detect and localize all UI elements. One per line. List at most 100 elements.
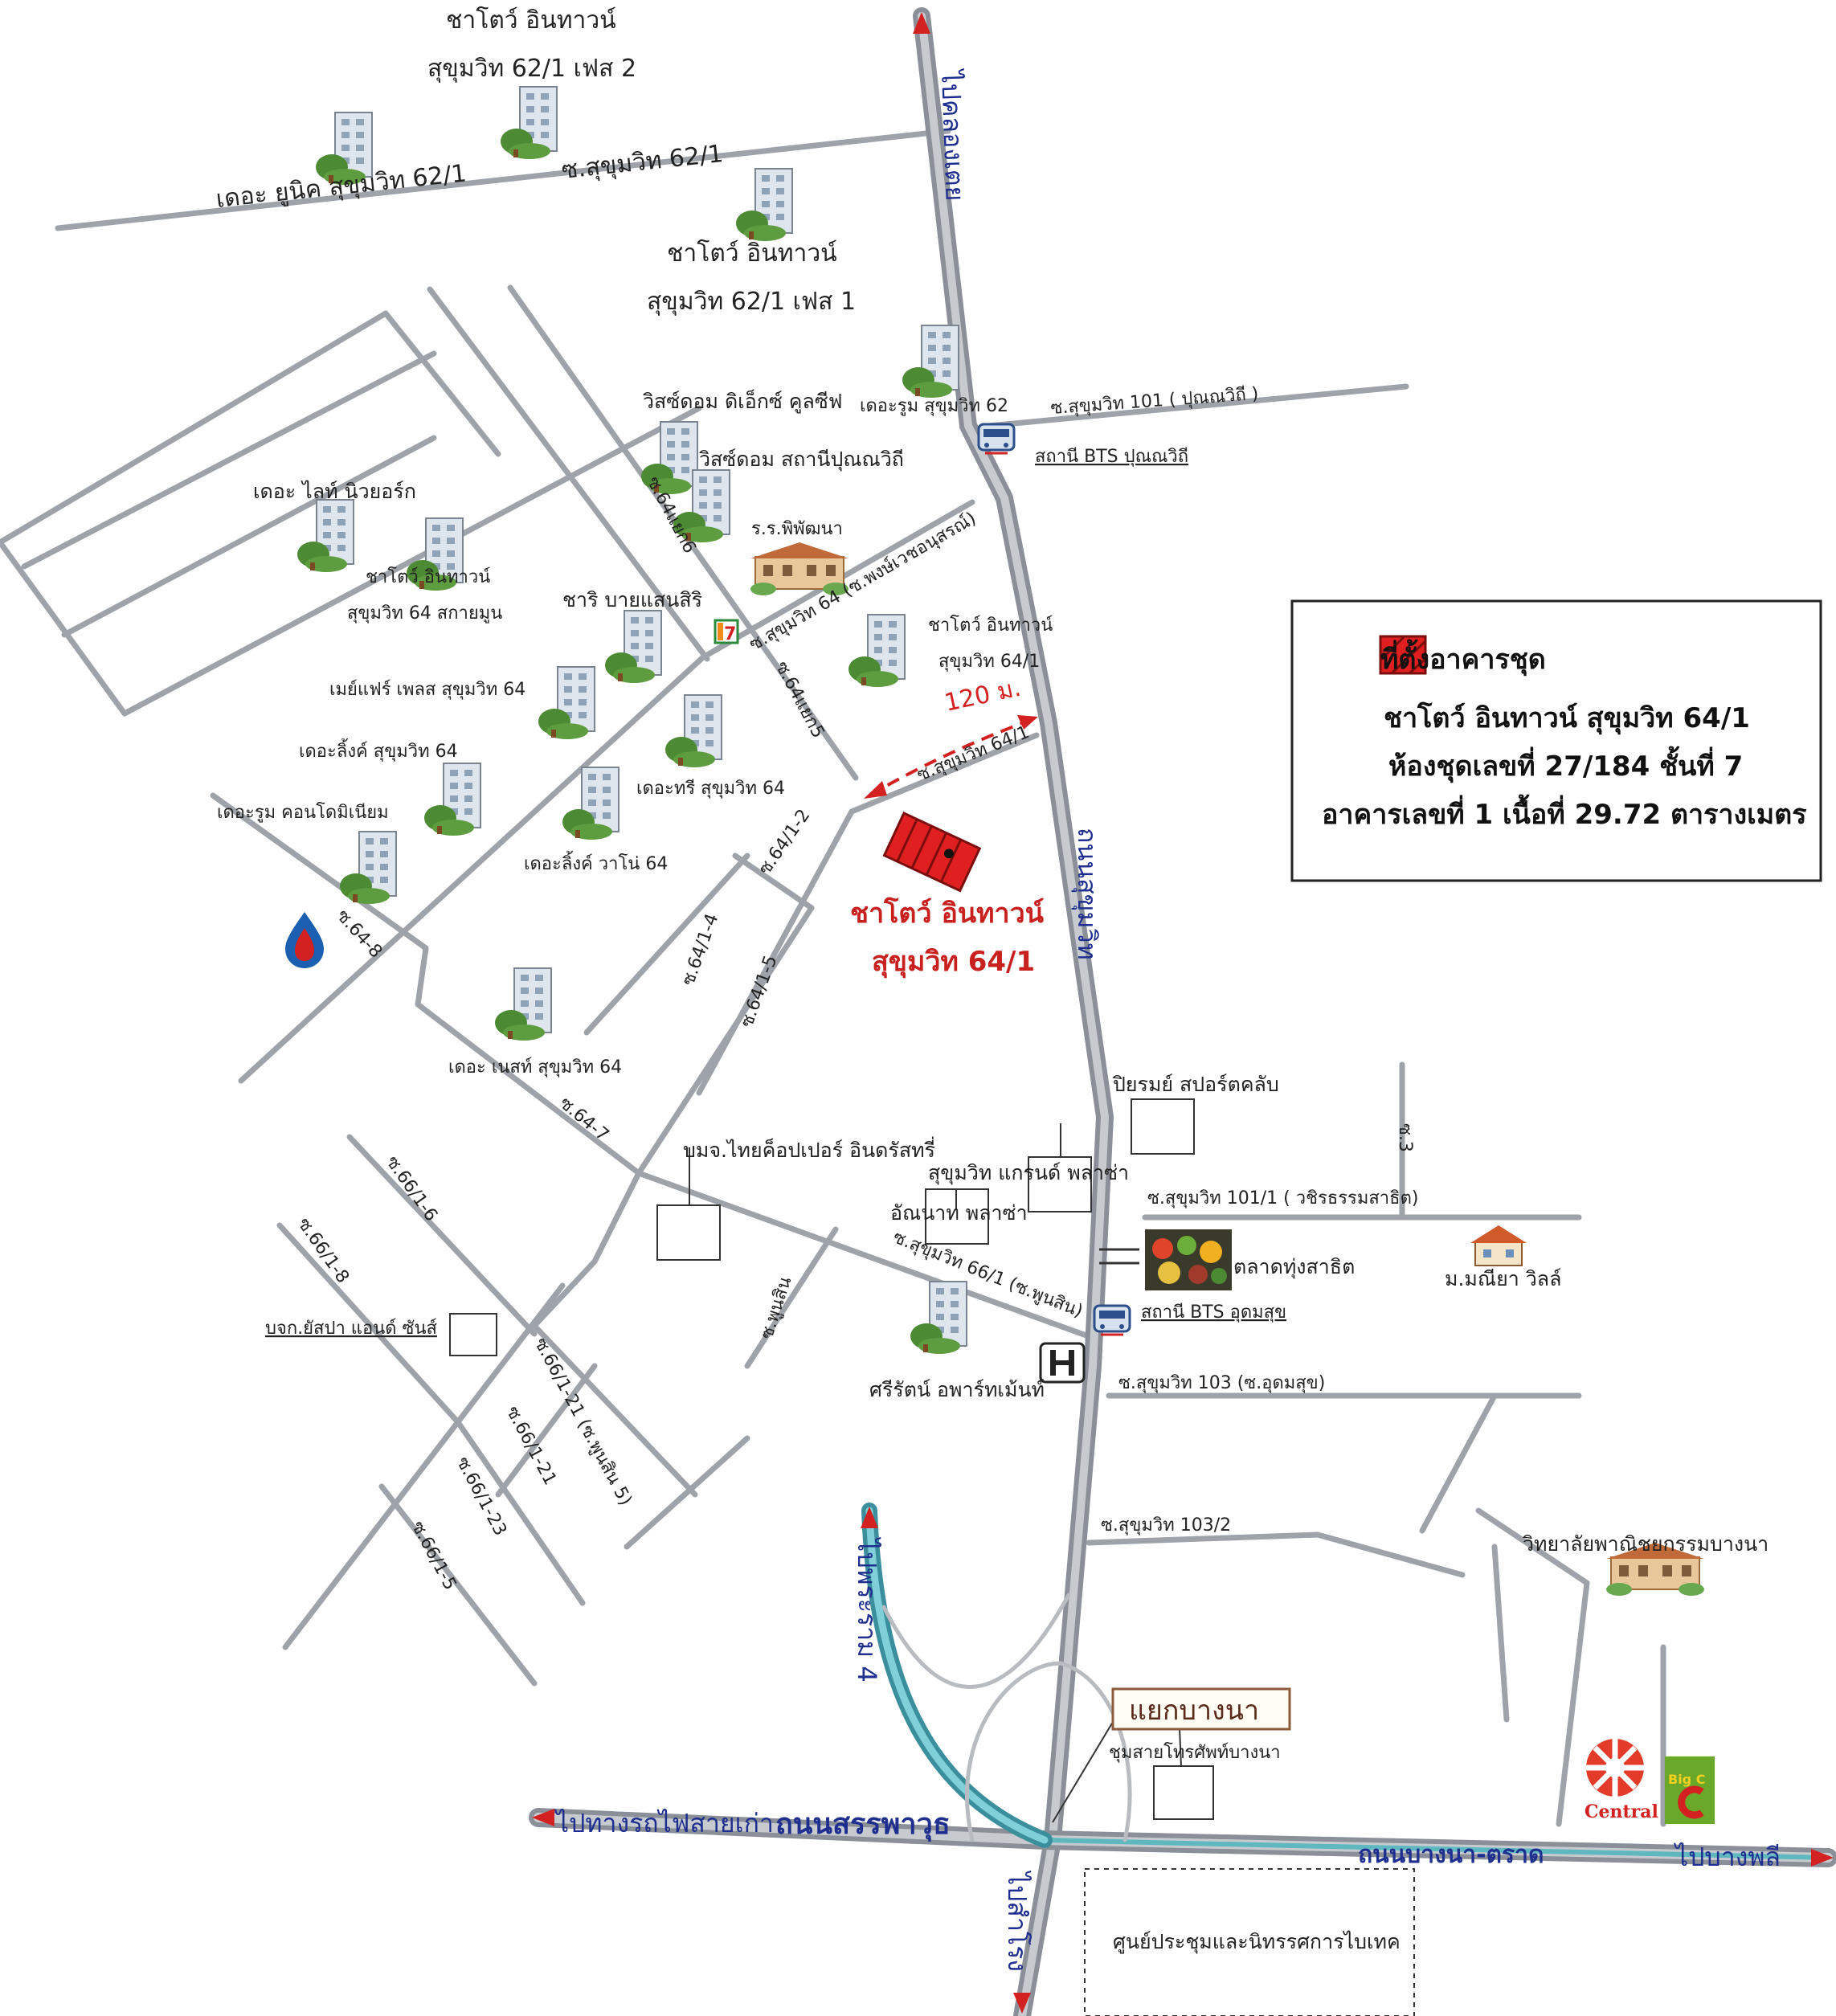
interchange-ramp-b — [965, 1661, 1063, 1842]
direction-arrows — [532, 12, 1834, 2014]
northwest-grid-road-e — [382, 310, 501, 457]
arrow-north — [913, 12, 930, 34]
legend-line4: อาคารเลขที่ 1 เนื้อที่ 29.72 ตารางเมตร — [1322, 794, 1807, 831]
label-piyarom: ปิยรมย์ สปอร์ตคลับ — [1112, 1073, 1278, 1096]
condo-icon-phase1 — [735, 168, 793, 242]
label-yaspa: บจก.ยัสปา แอนด์ ซันส์ — [265, 1319, 437, 1339]
label-skymoon-line1: ชาโตว์ อินทาวน์ — [366, 566, 490, 587]
college-road-d — [1491, 1544, 1510, 1723]
condo-icon-theroom62 — [902, 325, 959, 399]
arrow-west — [532, 1809, 554, 1826]
sukhumvit-road-inner — [918, 12, 1110, 2016]
label-soi-62-1: ซ.สุขุมวิท 62/1 — [560, 140, 725, 186]
condo-icon-thelight — [296, 499, 354, 573]
soi-64-7-road — [415, 1001, 642, 1176]
college-road-a — [1419, 1392, 1498, 1534]
sukhumvit-main-road — [913, 7, 1114, 2016]
label-sanphawut-road: ถนนสรรพาวุธ — [775, 1808, 951, 1842]
label-to-khlongtoei: ไปคลองเตย — [935, 67, 971, 202]
label-theroom-62: เดอะรูม สุขุมวิท 62 — [860, 396, 1008, 416]
label-bitec: ศูนย์ประชุมและนิทรรศการไบเทค — [1113, 1930, 1401, 1954]
label-soi-64-1-5: ซ.64/1-5 — [737, 953, 781, 1030]
arrow-east — [1811, 1849, 1834, 1867]
bitec-box — [1084, 1868, 1415, 2016]
soi-66-1-5-road — [378, 1483, 538, 1687]
label-phase1-line1: ชาโตว์ อินทาวน์ — [667, 239, 837, 268]
legend-line3: ห้องชุดเลขที่ 27/184 ชั้นที่ 7 — [1388, 746, 1743, 783]
ptt-gas-station-icon — [285, 912, 324, 968]
soi-66-1-21-road — [531, 1323, 698, 1498]
target-building-marker[interactable] — [882, 812, 982, 893]
rail-crossing-mark — [1099, 1248, 1139, 1265]
label-sriratana: ศรีรัตน์ อพาร์ทเม้นท์ — [869, 1378, 1045, 1401]
soi-66-1-cross-a — [282, 1282, 566, 1650]
label-bts-udomsuk: สถานี BTS อุดมสุข — [1141, 1302, 1286, 1323]
legend-marker-icon — [1379, 635, 1427, 675]
tot-box — [1153, 1765, 1214, 1820]
label-school: ร.ร.พิพัฒนา — [751, 519, 843, 539]
soi-punsin-road — [744, 1226, 839, 1369]
soi-103-2-road — [1086, 1531, 1321, 1546]
label-college: วิทยาลัยพาณิชยกรรมบางนา — [1523, 1532, 1769, 1556]
label-mayfair: เมย์แฟร์ เพลส สุขุมวิท 64 — [329, 680, 525, 700]
label-soi-64-1: ซ.สุขุมวิท 64/1 — [914, 722, 1032, 786]
bangna-junction-box — [1111, 1687, 1291, 1731]
label-the-tree: เดอะทรี สุขุมวิท 64 — [636, 779, 785, 799]
northwest-grid-road-b — [21, 350, 437, 570]
minor-roads — [0, 128, 1666, 1827]
label-the-light: เดอะ ไลท์ นิวยอร์ก — [253, 480, 416, 503]
label-to-samrong: ไปสำโรง — [1002, 1870, 1032, 1972]
label-soi-103: ซ.สุขุมวิท 103 (ซ.อุดมสุข) — [1118, 1373, 1325, 1393]
market-icon — [1145, 1229, 1232, 1290]
label-sukhumvit-road: ถนนสุขุมวิท — [1071, 828, 1102, 960]
label-chateau641-line1: ชาโตว์ อินทาวน์ — [928, 615, 1053, 636]
label-phase2-line1: ชาโตว์ อินทาวน์ — [446, 6, 616, 35]
thai-copper-box — [656, 1204, 721, 1261]
label-bangna-trad-road: ถนนบางนา-ตราด — [1358, 1841, 1544, 1869]
expressway-curve — [861, 1503, 1132, 1848]
label-the-link-64: เดอะลิ้งค์ สุขุมวิท 64 — [299, 738, 458, 762]
label-soi-3: ซ.3 — [1395, 1123, 1415, 1152]
diagonal-road-west — [238, 654, 706, 1084]
condo-icon-chari — [604, 610, 662, 684]
sukhumvit-road-outline — [913, 7, 1114, 2016]
label-visdom-station: วิสซ์ดอม สถานีปุณณวิถี — [699, 448, 904, 472]
soi-66-1-cross-c — [624, 1435, 750, 1550]
condo-icon-theroom-condo — [339, 831, 397, 905]
label-bangna-junction: แยกบางนา — [1129, 1695, 1259, 1727]
label-soi-103-2: ซ.สุขุมวิท 103/2 — [1101, 1515, 1231, 1536]
soi-66-1-8-road — [276, 1222, 461, 1425]
label-bts-punnawithi: สถานี BTS ปุณณวิถี — [1035, 447, 1188, 467]
soi-inner-road-a — [427, 286, 710, 662]
label-market: ตลาดทุ่งสาธิต — [1233, 1255, 1355, 1279]
bts-udomsuk-icon — [1093, 1304, 1131, 1336]
condo-icon-chateau641 — [848, 614, 906, 688]
northwest-grid-road-c — [61, 435, 437, 638]
bigc-label: Big C — [1668, 1772, 1705, 1787]
legend-panel — [1290, 599, 1822, 882]
soi-64-1-2-branch — [732, 853, 815, 911]
label-theroom-condo: เดอะรูม คอนโดมิเนียม — [217, 802, 389, 823]
label-to-bangphli: ไปบางพลี — [1673, 1842, 1781, 1872]
label-target-line1: ชาโตว์ อินทาวน์ — [850, 897, 1044, 930]
soi-66-1-cross-d — [531, 1258, 598, 1329]
label-phase1-line2: สุขุมวิท 62/1 เฟส 1 — [647, 288, 856, 317]
soi-64-1-road — [848, 732, 1040, 815]
central-logo-icon: Central — [1585, 1739, 1658, 1822]
label-soi-punsin: ซ.พูนสิน — [757, 1274, 795, 1342]
labels: ชาโตว์ อินทาวน์ สุขุมวิท 62/1 เฟส 2 เดอะ… — [215, 6, 1807, 1972]
label-phase2-line2: สุขุมวิท 62/1 เฟส 2 — [427, 55, 636, 84]
bts-punnawithi-icon — [977, 423, 1016, 455]
soi-66-1-cross-b — [495, 1363, 598, 1498]
interchange-ramp-c — [1058, 1661, 1132, 1842]
label-chari: ชาริ บายแสนสิริ — [562, 588, 702, 611]
bangna-expressway — [1042, 1838, 1830, 1860]
label-to-rama4: ไปพระราม 4 — [852, 1536, 882, 1683]
arrow-south — [1013, 1993, 1031, 2014]
soi-64-8-road — [210, 792, 429, 951]
grand-plaza-box — [1028, 1156, 1092, 1212]
northwest-grid-road-f — [0, 539, 128, 717]
seven-eleven-label: 7 — [724, 624, 736, 644]
soi-103-2-east — [1315, 1531, 1466, 1578]
